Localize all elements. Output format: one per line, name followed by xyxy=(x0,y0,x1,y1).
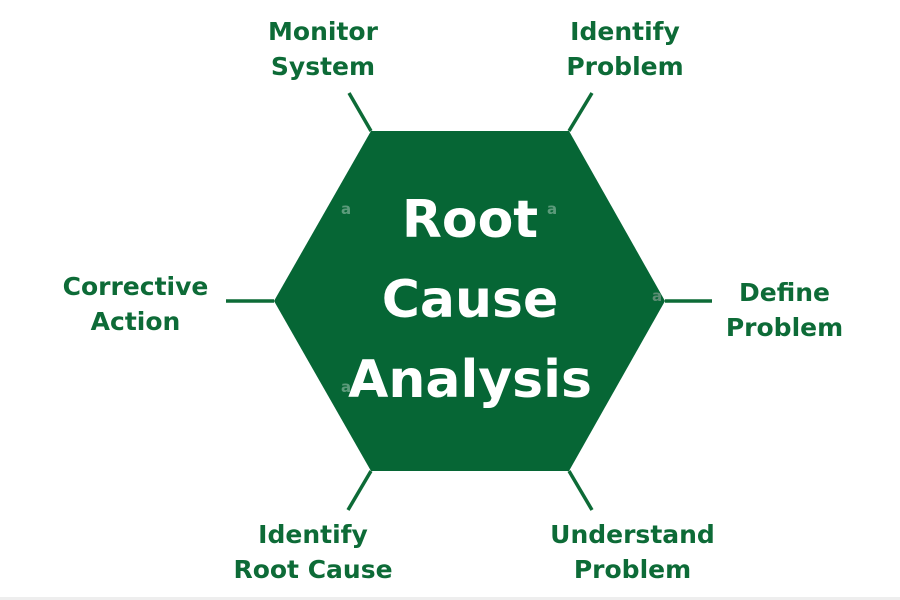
bottom-border xyxy=(0,597,900,600)
step-label-line: Problem xyxy=(566,52,684,81)
connector-understand xyxy=(567,470,594,511)
step-label-line: Root Cause xyxy=(233,555,393,584)
step-label-line: Action xyxy=(90,307,181,336)
watermark-mark: a xyxy=(341,200,352,218)
watermark-mark: a xyxy=(547,378,558,396)
connector-monitor xyxy=(347,92,373,132)
step-label-line: Identify xyxy=(258,520,368,549)
connector-identify-problem xyxy=(567,92,594,132)
step-define-problem: Define Problem xyxy=(712,275,857,345)
step-label-line: Define xyxy=(739,278,830,307)
step-label-line: System xyxy=(270,52,376,81)
step-label-line: Problem xyxy=(573,555,692,584)
watermark-mark: a xyxy=(341,378,352,396)
step-label-line: Identify xyxy=(570,17,680,46)
step-label-line: Monitor xyxy=(268,17,378,46)
center-title: Root Cause Analysis xyxy=(320,180,620,420)
center-title-line: Analysis xyxy=(348,350,592,410)
step-label-line: Problem xyxy=(725,313,844,342)
step-label-line: Corrective xyxy=(62,272,209,301)
step-identify-problem: Identify Problem xyxy=(545,14,705,84)
watermark-mark: a xyxy=(652,287,663,305)
step-corrective-action: Corrective Action xyxy=(48,269,223,339)
center-title-line: Root xyxy=(401,190,539,250)
central-hexagon xyxy=(274,131,665,471)
watermark-mark: a xyxy=(547,200,558,218)
connector-root-cause xyxy=(346,470,373,511)
step-monitor-system: Monitor System xyxy=(248,14,398,84)
step-identify-root-cause: Identify Root Cause xyxy=(218,517,408,587)
step-understand-problem: Understand Problem xyxy=(535,517,730,587)
center-title-line: Cause xyxy=(381,270,559,330)
step-label-line: Understand xyxy=(550,520,715,549)
